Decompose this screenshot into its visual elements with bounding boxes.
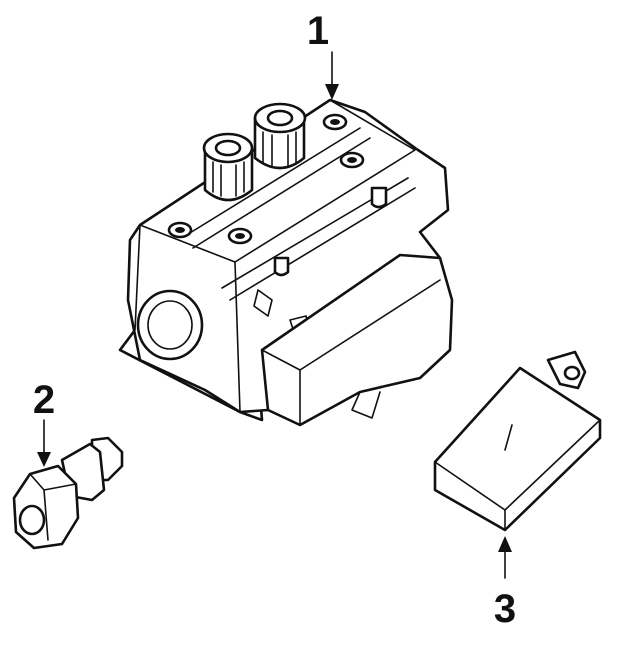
- module-highlight: [504, 424, 513, 451]
- slot-detail-1: [253, 289, 273, 317]
- fitting-bore: [18, 504, 46, 536]
- part-3-module: [433, 350, 602, 532]
- pin-2: [370, 186, 388, 209]
- callout-2-label: 2: [33, 378, 55, 422]
- side-edge-left: [134, 224, 141, 331]
- top-groove-2: [192, 137, 371, 249]
- callout-1: 1: [307, 9, 339, 100]
- port-fitting-1: [202, 132, 254, 202]
- part-1-main-unit: [118, 98, 454, 427]
- callout-3-label: 3: [494, 587, 516, 631]
- callout-3: 3: [494, 536, 516, 631]
- front-port: [136, 289, 204, 361]
- connector-housing: [260, 253, 454, 427]
- port-fitting-2: [253, 102, 307, 170]
- front-edge: [234, 261, 241, 413]
- module-tab-hole: [563, 365, 581, 381]
- top-groove-1: [184, 127, 361, 237]
- module-body: [433, 366, 602, 532]
- pin-1: [273, 256, 290, 277]
- callout-2: 2: [33, 378, 55, 467]
- callout-1-label: 1: [307, 9, 329, 53]
- part-2-fitting: [12, 436, 124, 550]
